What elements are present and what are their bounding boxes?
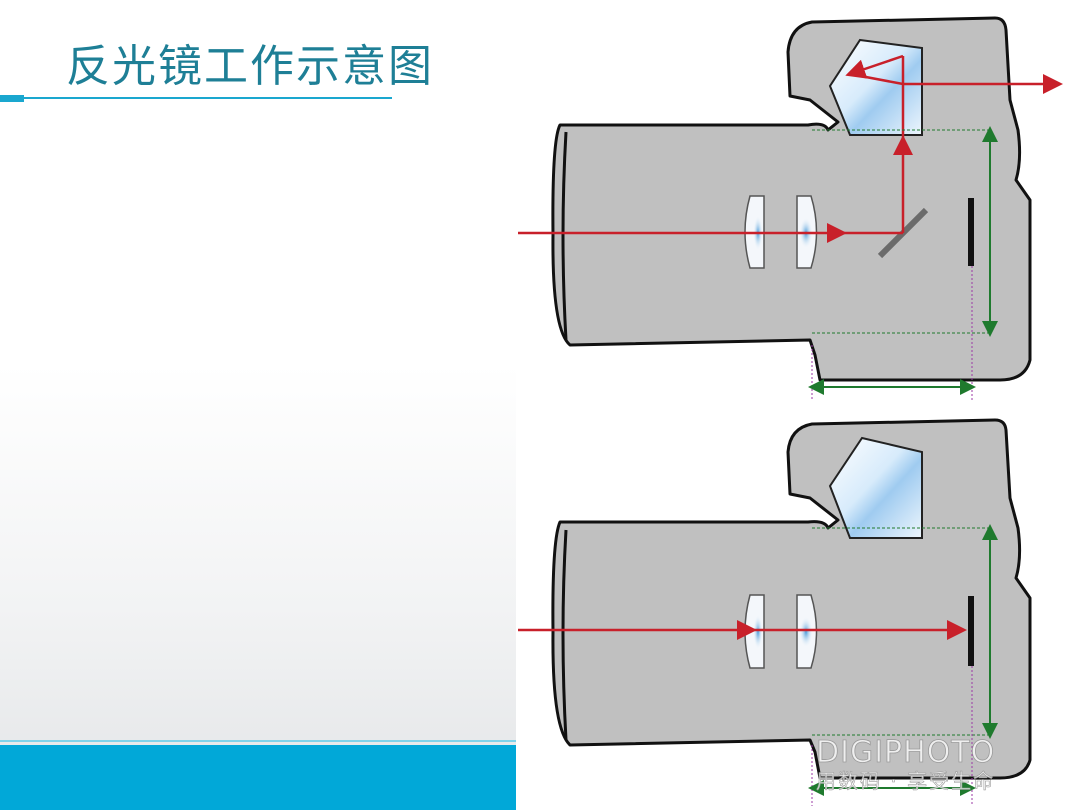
lens-grip	[561, 529, 568, 741]
camera-diagram-mirror-up	[518, 418, 1032, 806]
watermark-tagline: 用数码 · 享受生命	[816, 769, 995, 793]
light-ray-reflect-2	[849, 72, 904, 86]
camera-body	[551, 16, 1032, 382]
camera-body	[551, 418, 1032, 780]
image-sensor	[968, 198, 974, 266]
slide-title: 反光镜工作示意图	[66, 41, 434, 92]
light-ray-reflect-1	[845, 54, 904, 79]
image-sensor	[968, 596, 974, 666]
title-underline	[24, 97, 392, 99]
title-accent-tab	[0, 95, 24, 102]
camera-diagram-mirror-down	[518, 16, 1063, 400]
watermark-brand: DIGIPHOTO	[816, 735, 995, 770]
pentaprism	[828, 436, 923, 539]
lens-grip	[561, 131, 568, 341]
